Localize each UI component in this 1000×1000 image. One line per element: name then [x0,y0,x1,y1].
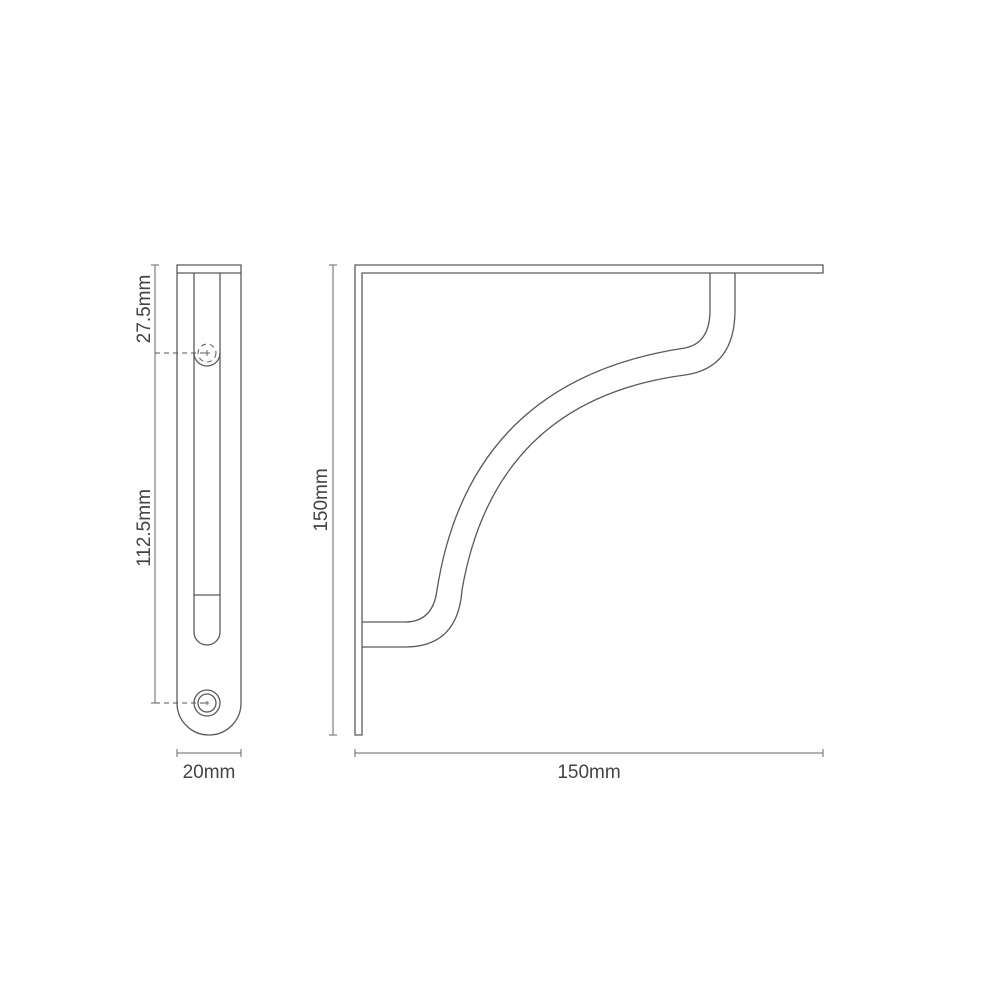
dim-150-height: 150mm [311,468,332,531]
side-view [176,264,242,736]
front-dimensions: 150mm 150mm [311,264,824,783]
dim-112-5: 112.5mm [134,489,155,567]
dim-20: 20mm [183,762,236,783]
dim-150-width: 150mm [557,762,620,783]
dim-27-5: 27.5mm [134,275,155,344]
side-dimensions: 27.5mm 112.5mm 20mm [134,264,242,783]
front-view [354,264,824,736]
